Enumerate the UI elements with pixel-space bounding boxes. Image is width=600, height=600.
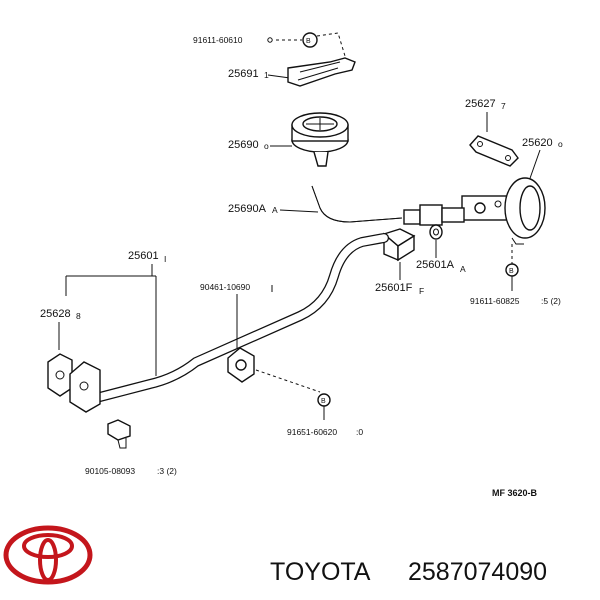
label-25601A: 25601A <box>416 259 455 271</box>
fitting-part <box>403 204 465 226</box>
label-91651-60620: 91651-60620 <box>287 427 337 437</box>
vacuum-hose-part <box>311 185 403 223</box>
toyota-logo-icon <box>3 525 93 585</box>
label-90461-10690: 90461-10690 <box>200 282 250 292</box>
pipe-clamp-part <box>227 347 255 383</box>
label-25601F: 25601F <box>375 282 413 294</box>
svg-text:o: o <box>558 139 563 149</box>
bolt-head-icon: B <box>302 32 318 48</box>
label-91611-60825: 91611-60825 <box>470 296 520 306</box>
bolt-head-icon: B <box>317 393 331 407</box>
flange-bolt-part <box>107 419 131 449</box>
qty-90105-08093: :3 (2) <box>157 466 177 476</box>
egr-pipe-part <box>91 233 389 403</box>
label-25690: 25690 <box>228 139 259 151</box>
label-25628: 25628 <box>40 308 71 320</box>
svg-text:o: o <box>264 141 269 151</box>
svg-text:F: F <box>419 286 424 296</box>
label-25601: 25601 <box>128 250 159 262</box>
svg-text:A: A <box>272 205 278 215</box>
svg-text:B: B <box>306 38 311 45</box>
svg-text:7: 7 <box>501 101 506 111</box>
qty-91611-60825: :5 (2) <box>541 296 561 306</box>
vacuum-valve-part <box>291 112 349 167</box>
label-25691: 25691 <box>228 68 259 80</box>
hose-sleeve-part <box>382 228 416 262</box>
label-90105-08093: 90105-08093 <box>85 466 135 476</box>
label-25627: 25627 <box>465 98 496 110</box>
grommet-part <box>429 224 443 240</box>
pipe-flange-part <box>69 361 101 413</box>
egr-valve-part <box>461 177 546 245</box>
svg-text:I: I <box>164 254 166 264</box>
bracket-clamp-part <box>287 57 356 87</box>
bolt-head-icon: B <box>505 263 519 277</box>
svg-text:B: B <box>509 268 514 275</box>
qty-91651-60620: :0 <box>356 427 363 437</box>
label-25620: 25620 <box>522 137 553 149</box>
svg-text:A: A <box>460 264 466 274</box>
svg-text:8: 8 <box>76 311 81 321</box>
gasket-part <box>469 135 519 167</box>
brand-name: TOYOTA <box>270 558 371 586</box>
washer-icon <box>267 37 273 43</box>
figure-code: MF 3620-B <box>492 488 538 498</box>
label-25690A: 25690A <box>228 203 267 215</box>
svg-text:B: B <box>321 398 326 405</box>
flange-gasket-part <box>47 353 73 397</box>
label-91611-60610: 91611-60610 <box>193 35 243 45</box>
part-number: 2587074090 <box>408 558 547 586</box>
svg-text:1: 1 <box>264 70 269 80</box>
